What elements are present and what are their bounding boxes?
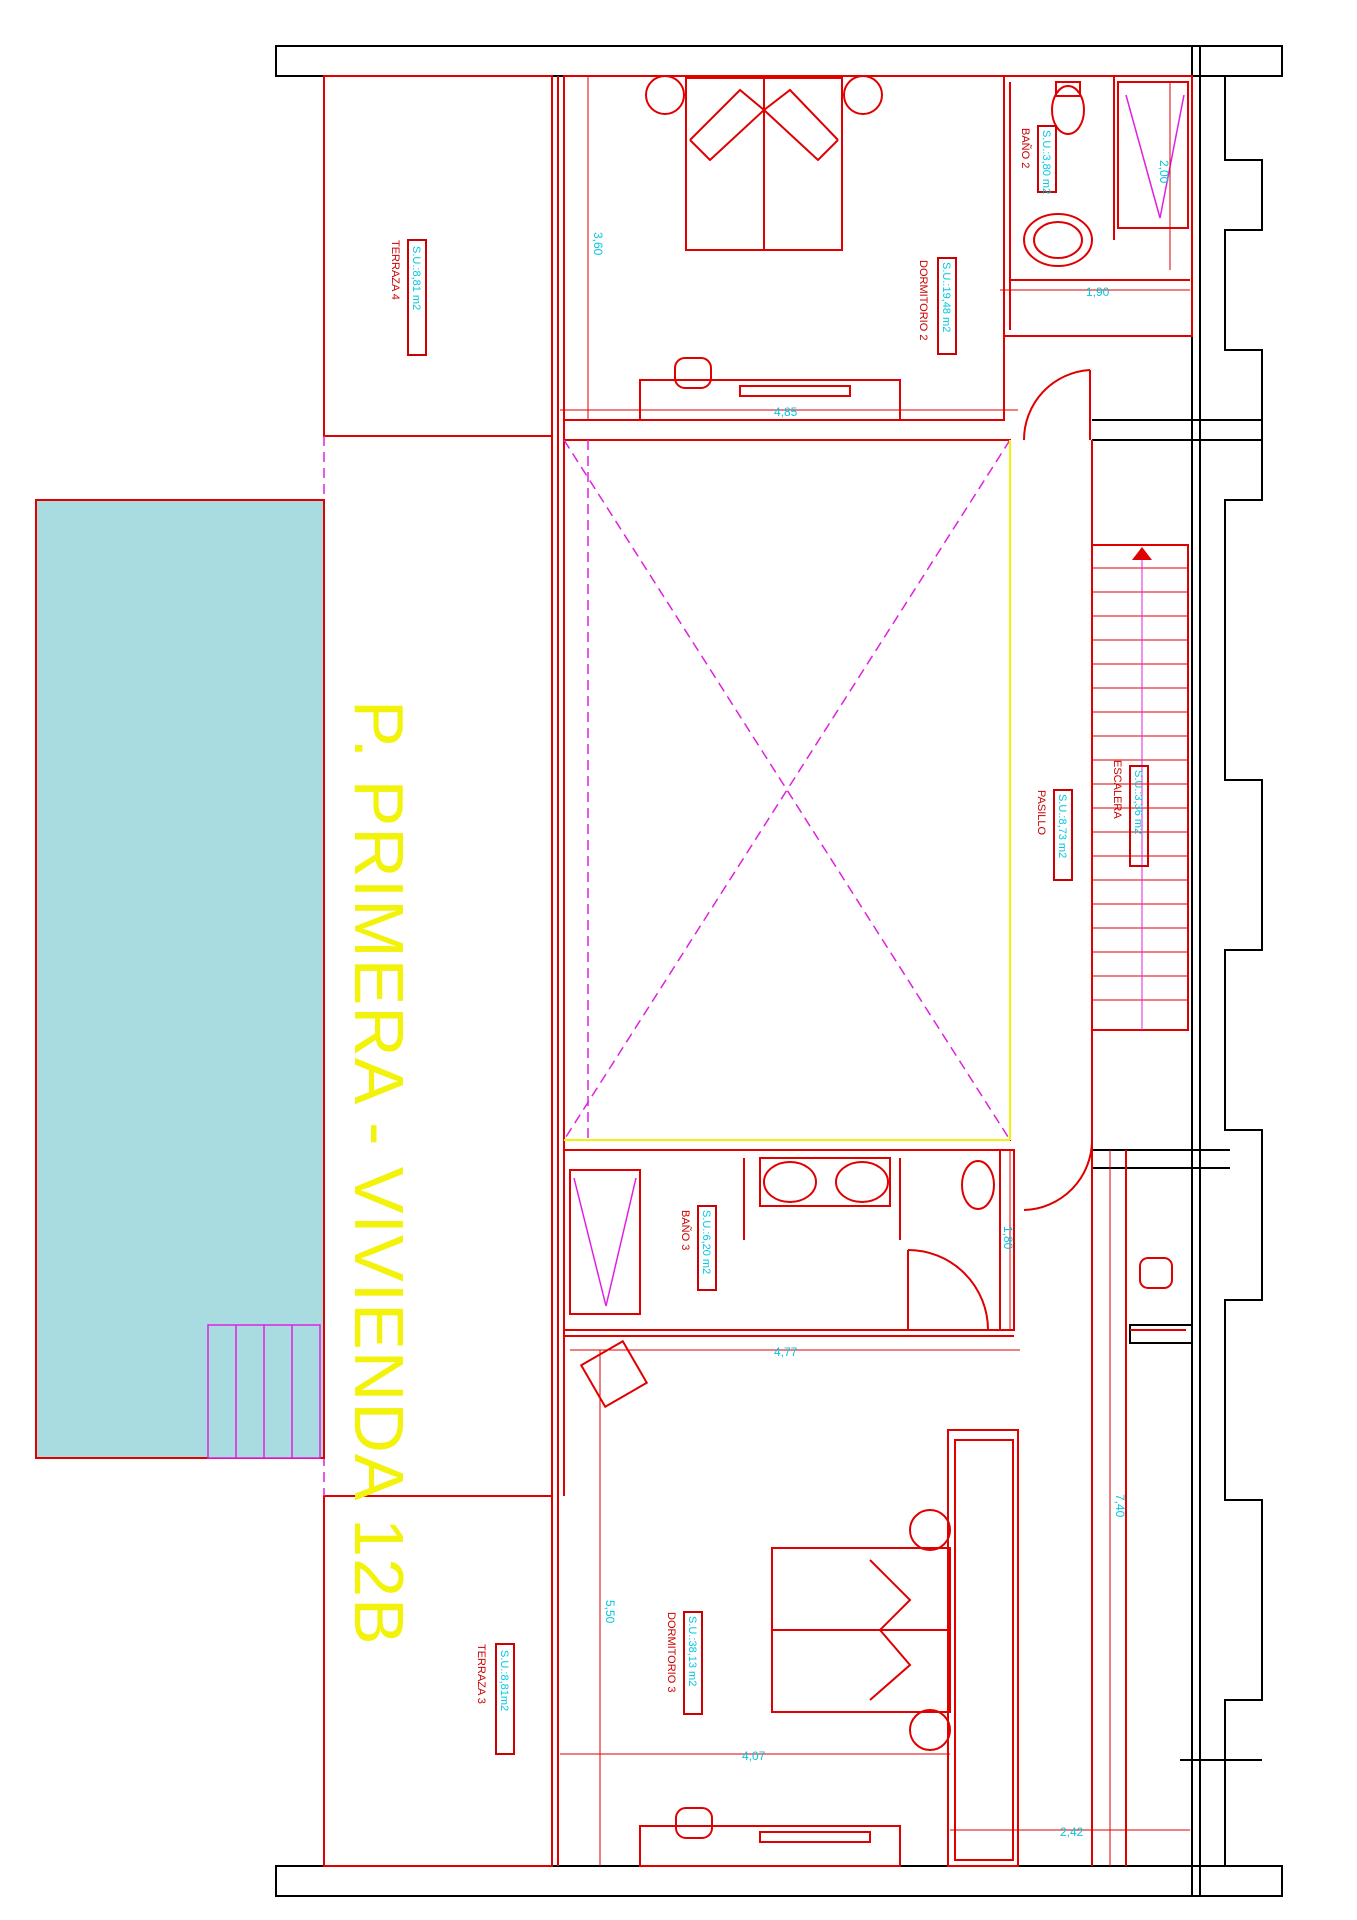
label-bano2: S.U.:3,80 m2 BAÑO 2 [1019,125,1057,194]
terraza4-area: S.U.:8,81 m2 [410,246,422,310]
armchair-icon [579,1339,649,1409]
bed-3-icon [771,1509,951,1751]
bano3-name: BAÑO 3 [679,1210,692,1250]
dim-2-00: 2,00 [1157,160,1171,184]
dim-4-07: 4,07 [742,1749,766,1763]
terraza3-name: TERRAZA 3 [475,1644,487,1704]
stair-arrow [1132,547,1152,1030]
terraza3-area: S.U.:8,81m2 [498,1650,510,1711]
interior-walls [323,75,1193,1867]
dimension-lines [560,76,1190,1866]
shower-icon [1125,94,1185,219]
terraza4-name: TERRAZA 4 [389,240,401,300]
label-dormitorio3: S.U.:38,13 m2 DORMITORIO 3 [665,1611,703,1715]
label-bano3: S.U.:6,20 m2 BAÑO 3 [679,1205,717,1291]
bano2-area: S.U.:3,80 m2 [1040,130,1052,194]
pasillo-name: PASILLO [1035,790,1047,835]
dim-3-60: 3,60 [591,232,605,256]
plan-title: P. PRIMERA - VIVIENDA 12B [340,700,418,1646]
escalera-name: ESCALERA [1111,760,1123,819]
dormitorio3-area: S.U.:38,13 m2 [686,1616,698,1686]
desk-icon [639,357,901,421]
dormitorio2-name: DORMITORIO 2 [917,260,929,340]
toilet-icon [1023,81,1093,267]
dormitorio3-name: DORMITORIO 3 [665,1612,677,1692]
stair-treads [1092,567,1188,1001]
label-dormitorio2: S.U.:19,48 m2 DORMITORIO 2 [917,257,957,355]
swimming-pool [35,499,325,1459]
bed-icon [645,75,883,251]
dim-2-42: 2,42 [1060,1825,1084,1839]
dim-4-77: 4,77 [774,1345,798,1359]
escalera-area: S.U.:3,36 m2 [1132,770,1144,834]
label-terraza4: S.U.:8,81 m2 TERRAZA 4 [389,239,427,356]
dim-1-80: 1,80 [1001,1226,1015,1250]
desk-3-icon [639,1257,1173,1867]
bano3-area: S.U.:6,20 m2 [700,1210,712,1274]
dim-7-40: 7,40 [1113,1494,1127,1518]
washbasin-icon [759,1157,995,1210]
dormitorio2-area: S.U.:19,48 m2 [940,262,952,332]
dim-4-85: 4,85 [774,405,798,419]
pasillo-area: S.U.:8,73 m2 [1056,794,1068,858]
label-terraza3: S.U.:8,81m2 TERRAZA 3 [475,1643,515,1755]
label-escalera: S.U.:3,36 m2 ESCALERA [1111,760,1149,867]
shower3-icon [573,1177,637,1307]
dim-1-90: 1,90 [1086,285,1110,299]
label-pasillo: S.U.:8,73 m2 PASILLO [1035,789,1073,881]
door-icon [907,369,1093,1331]
dim-5-50: 5,50 [603,1600,617,1624]
bano2-name: BAÑO 2 [1019,128,1032,168]
